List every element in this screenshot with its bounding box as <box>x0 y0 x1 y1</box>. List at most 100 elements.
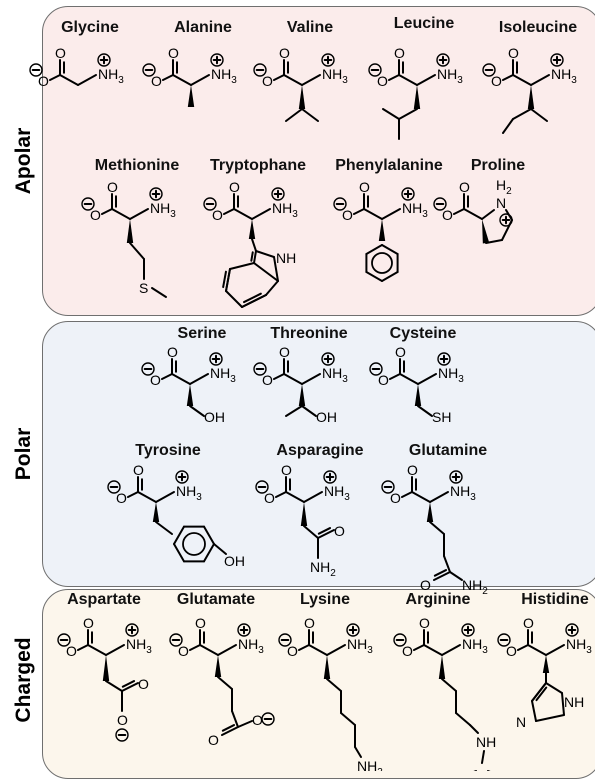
svg-text:O: O <box>208 732 219 748</box>
name-methionine: Methionine <box>94 157 180 174</box>
svg-text:O: O <box>334 523 345 539</box>
name-proline: Proline <box>470 157 526 174</box>
name-leucine: Leucine <box>393 15 455 32</box>
svg-text:O: O <box>178 643 189 659</box>
svg-text:O: O <box>279 344 290 360</box>
svg-text:O: O <box>90 207 101 223</box>
svg-text:NH: NH <box>276 250 296 266</box>
svg-text:NH3: NH3 <box>238 636 264 656</box>
svg-text:O: O <box>279 45 290 61</box>
svg-text:O: O <box>304 615 315 631</box>
svg-text:O: O <box>419 615 430 631</box>
svg-text:NH3: NH3 <box>150 200 176 220</box>
svg-text:O: O <box>262 73 273 89</box>
svg-text:NH3: NH3 <box>322 365 348 385</box>
svg-text:OH: OH <box>224 553 245 569</box>
name-tryptophane: Tryptophane <box>209 157 307 174</box>
isoleucine-structure: OO NH3 <box>482 45 577 134</box>
svg-text:O: O <box>394 45 405 61</box>
svg-text:O: O <box>508 45 519 61</box>
svg-text:O: O <box>229 179 240 195</box>
svg-text:H2: H2 <box>496 177 512 197</box>
name-isoleucine: Isoleucine <box>498 19 578 36</box>
svg-text:NH3: NH3 <box>438 365 464 385</box>
name-threonine: Threonine <box>270 325 348 342</box>
svg-text:O: O <box>116 490 127 506</box>
svg-text:NH3: NH3 <box>322 66 348 86</box>
svg-text:O: O <box>395 344 406 360</box>
svg-text:NH3: NH3 <box>402 200 428 220</box>
svg-text:NH3: NH3 <box>462 636 488 656</box>
svg-text:NH3: NH3 <box>551 66 577 86</box>
name-glycine: Glycine <box>61 19 119 36</box>
svg-text:O: O <box>168 45 179 61</box>
svg-text:O: O <box>150 372 161 388</box>
phenylalanine-structure: OO NH3 <box>333 179 428 282</box>
svg-text:O: O <box>359 179 370 195</box>
name-glutamine: Glutamine <box>408 442 488 459</box>
svg-text:NH3: NH3 <box>211 66 237 86</box>
svg-text:O: O <box>402 643 413 659</box>
svg-text:O: O <box>138 676 149 692</box>
name-serine: Serine <box>177 325 227 342</box>
svg-text:O: O <box>342 207 353 223</box>
svg-text:O: O <box>212 207 223 223</box>
svg-text:O: O <box>442 207 453 223</box>
svg-text:O: O <box>252 712 263 728</box>
svg-text:O: O <box>523 615 534 631</box>
name-glutamate: Glutamate <box>176 591 256 608</box>
svg-text:O: O <box>117 712 128 728</box>
svg-text:NH3: NH3 <box>272 200 298 220</box>
svg-text:OH: OH <box>204 409 225 425</box>
glycine-structure: OO NH3 <box>29 45 124 89</box>
svg-text:O: O <box>287 643 298 659</box>
name-lysine: Lysine <box>299 591 351 608</box>
svg-text:O: O <box>55 45 66 61</box>
svg-text:O: O <box>167 344 178 360</box>
svg-text:O: O <box>195 615 206 631</box>
svg-text:O: O <box>264 490 275 506</box>
svg-text:O: O <box>390 490 401 506</box>
svg-text:O: O <box>377 73 388 89</box>
name-arginine: Arginine <box>405 591 471 608</box>
svg-text:O: O <box>420 577 431 593</box>
name-aspartate: Aspartate <box>67 591 141 608</box>
svg-text:O: O <box>83 615 94 631</box>
name-alanine: Alanine <box>174 19 232 36</box>
svg-text:NH2: NH2 <box>462 577 488 597</box>
svg-text:NH: NH <box>476 734 496 750</box>
svg-text:N: N <box>516 714 526 730</box>
valine-structure: OO NH3 <box>253 45 348 122</box>
svg-text:O: O <box>491 73 502 89</box>
arginine-structure: OONH3NHH2NNH2 <box>393 615 496 771</box>
svg-text:NH3: NH3 <box>98 66 124 86</box>
svg-text:NH3: NH3 <box>210 365 236 385</box>
svg-text:O: O <box>66 643 77 659</box>
svg-text:O: O <box>107 179 118 195</box>
svg-text:NH3: NH3 <box>347 636 373 656</box>
svg-text:NH2: NH2 <box>310 559 336 579</box>
svg-text:O: O <box>38 73 49 89</box>
name-valine: Valine <box>286 19 334 36</box>
svg-text:NH: NH <box>564 694 584 710</box>
svg-text:NH3: NH3 <box>450 483 476 503</box>
svg-text:NH3: NH3 <box>126 636 152 656</box>
svg-text:O: O <box>459 179 470 195</box>
svg-text:O: O <box>378 372 389 388</box>
svg-text:SH: SH <box>432 409 451 425</box>
svg-text:NH3: NH3 <box>176 483 202 503</box>
svg-text:NH3: NH3 <box>357 758 383 771</box>
